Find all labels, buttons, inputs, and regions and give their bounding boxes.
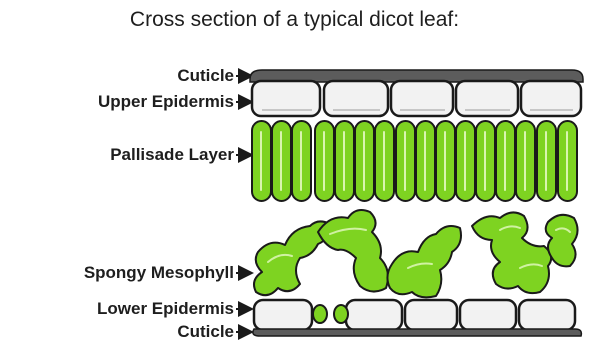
guard-cell-right: [334, 305, 348, 323]
lower-epidermis-cell-4: [460, 300, 516, 330]
guard-cell-left: [313, 305, 327, 323]
lower-epidermis-cell-1: [254, 300, 312, 330]
lower-cuticle: [253, 329, 582, 336]
lower-epidermis-cells: [254, 300, 575, 330]
lower-epidermis-cell-5: [519, 300, 575, 330]
spongy-cell-right: [472, 212, 551, 293]
spongy-cell-center: [387, 226, 461, 297]
label-arrows: [236, 76, 252, 332]
lower-epidermis-cell-2: [346, 300, 402, 330]
spongy-cell-center-left: [318, 210, 388, 292]
lower-epidermis-cell-3: [405, 300, 457, 330]
guard-cells: [313, 305, 348, 323]
spongy-mesophyll-cells: [254, 210, 578, 297]
